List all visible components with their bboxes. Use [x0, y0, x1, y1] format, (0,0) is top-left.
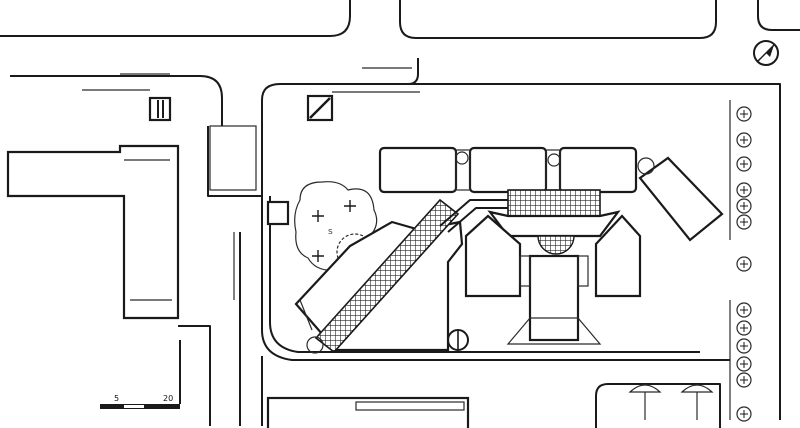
scale-bar: 5 20	[100, 394, 180, 409]
entry-pavilion	[266, 200, 290, 226]
site-access-road	[178, 83, 781, 426]
gate-kiosks	[148, 94, 334, 122]
tree-symbol-icon	[736, 106, 752, 422]
street-grid	[0, 0, 800, 126]
central-hub	[464, 189, 642, 345]
upper-pavilions	[378, 146, 724, 242]
south-blocks	[266, 383, 721, 428]
east-tree-row	[729, 100, 752, 422]
neighbouring-building	[6, 144, 180, 320]
diagonal-wing	[294, 198, 510, 354]
scale-label-mid: 5	[114, 394, 119, 403]
scale-label-end: 20	[163, 394, 173, 403]
court-label: s	[328, 227, 333, 237]
north-arrow-icon	[753, 40, 779, 66]
